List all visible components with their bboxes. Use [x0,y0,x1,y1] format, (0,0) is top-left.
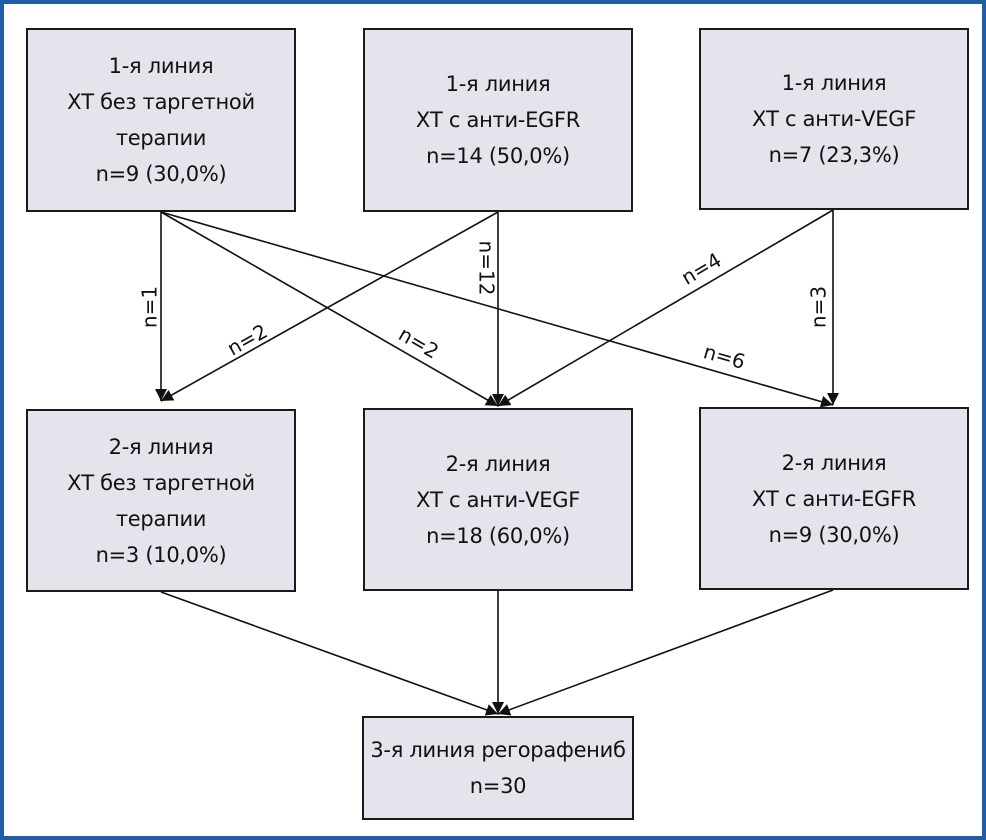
box-second-line-no-target: 2-я линия ХТ без таргетной терапии n=3 (… [26,409,296,592]
box-line: 2-я линия [445,451,551,476]
box-line: 1-я линия [781,71,887,95]
box-first-line-anti-vegf: 1-я линия ХТ с анти-VEGF n=7 (23,3%) [699,28,969,210]
arrow-first_anti_vegf-to-second_anti_vegf [497,209,834,407]
box-line: 1-я линия [108,54,214,78]
arrow-label: n=3 [807,286,831,328]
box-line: ХТ с анти-VEGF [416,487,580,512]
arrow-first_no_target-to-second_anti_vegf [160,211,499,407]
box-second-line-anti-egfr: 2-я линия ХТ с анти-EGFR n=9 (30,0%) [699,407,969,590]
box-line: ХТ с анти-EGFR [415,108,581,132]
box-line: n=7 (23,3%) [768,143,900,167]
box-line: 1-я линия [445,72,551,96]
arrow-first_anti_egfr-to-second_no_target [160,211,499,402]
arrow-first_no_target-to-second_anti_egfr [160,211,834,408]
box-first-line-no-target: 1-я линия ХТ без таргетной терапии n=9 (… [26,28,296,212]
box-line: терапии [115,506,207,531]
box-line: ХТ с анти-EGFR [751,486,917,511]
box-line: n=9 (30,0%) [95,162,227,186]
arrow-second_no_target-to-third_regorafenib [160,591,499,716]
box-line: ХТ без таргетной [67,90,255,114]
box-line: 2-я линия [781,450,887,475]
box-line: 2-я линия [108,434,214,459]
box-line: n=9 (30,0%) [768,522,900,547]
box-line: n=14 (50,0%) [426,144,570,168]
box-line: ХТ без таргетной [67,470,255,495]
arrow-second_anti_egfr-to-third_regorafenib [497,589,834,716]
box-first-line-anti-egfr: 1-я линия ХТ с анти-EGFR n=14 (50,0%) [363,28,633,212]
box-line: n=3 (10,0%) [95,542,227,567]
arrow-label: n=1 [138,286,162,328]
box-line: n=18 (60,0%) [426,523,570,548]
arrow-label: n=2 [223,319,272,361]
arrow-label: n=2 [394,322,443,364]
arrow-label: n=4 [677,248,726,290]
box-third-line-regorafenib: 3-я линия регорафениб n=30 [362,716,634,820]
box-line: 3-я линия регорафениб [370,738,626,762]
box-second-line-anti-vegf: 2-я линия ХТ с анти-VEGF n=18 (60,0%) [363,408,633,591]
box-line: ХТ с анти-VEGF [752,107,916,131]
box-line: терапии [115,126,207,150]
box-line: n=30 [469,774,527,798]
arrow-label: n=12 [475,241,499,296]
